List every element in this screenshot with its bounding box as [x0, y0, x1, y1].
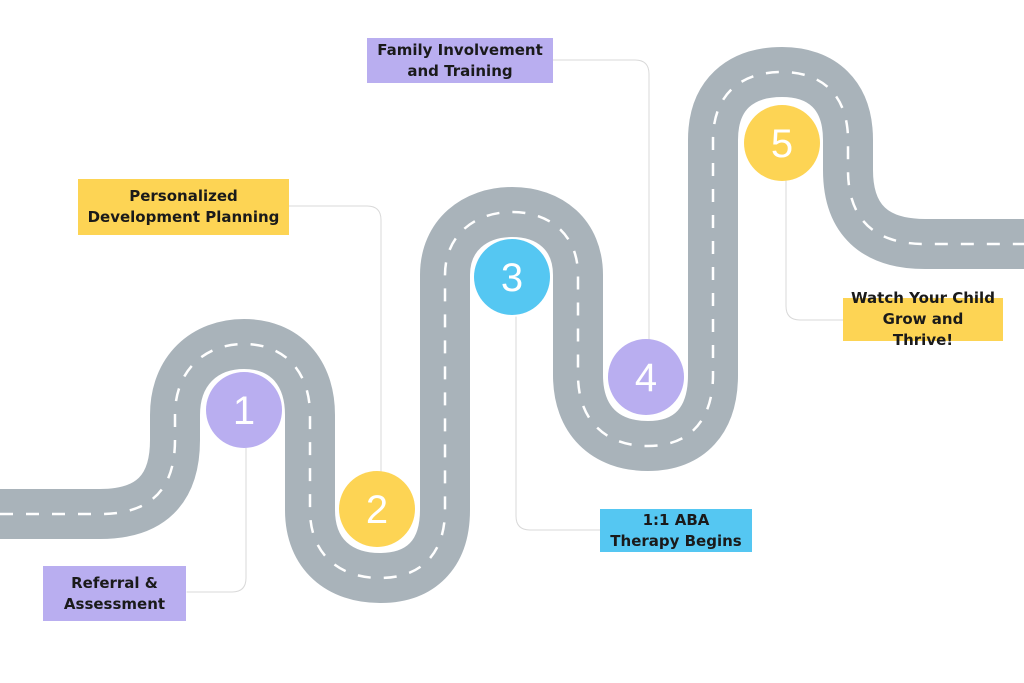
step-label-text-5: Watch Your Child Grow and Thrive! [851, 289, 995, 349]
step-marker-2: 2 [339, 471, 415, 547]
step-label-text-4: Family Involvement and Training [377, 40, 543, 80]
step-number-4: 4 [635, 356, 657, 400]
step-circle-1 [206, 372, 282, 448]
step-label-1: Referral & Assessment [43, 566, 186, 621]
step-circle-3 [474, 239, 550, 315]
step-number-1: 1 [233, 389, 255, 433]
step-circle-4 [608, 339, 684, 415]
step-number-5: 5 [771, 122, 793, 166]
step-label-text-1: Referral & Assessment [63, 573, 166, 613]
step-marker-3: 3 [474, 239, 550, 315]
connector-line-5 [785, 180, 844, 321]
step-marker-1: 1 [206, 372, 282, 448]
step-label-4: Family Involvement and Training [367, 38, 553, 83]
connector-line-3 [515, 316, 601, 531]
connector-line-1 [186, 447, 247, 593]
step-circle-5 [744, 105, 820, 181]
connector-lines [186, 59, 844, 593]
step-circle-2 [339, 471, 415, 547]
step-label-5: Watch Your Child Grow and Thrive! [843, 289, 1003, 349]
step-label-text-3: 1:1 ABA Therapy Begins [610, 510, 742, 550]
step-number-2: 2 [366, 488, 388, 532]
step-number-3: 3 [501, 256, 523, 300]
road [0, 47, 1024, 603]
step-marker-5: 5 [744, 105, 820, 181]
step-label-2: Personalized Development Planning [78, 179, 289, 235]
connector-line-2 [288, 205, 382, 473]
step-marker-4: 4 [608, 339, 684, 415]
connector-line-4 [552, 59, 650, 341]
step-label-3: 1:1 ABA Therapy Begins [600, 509, 752, 552]
step-label-text-2: Personalized Development Planning [87, 187, 280, 226]
